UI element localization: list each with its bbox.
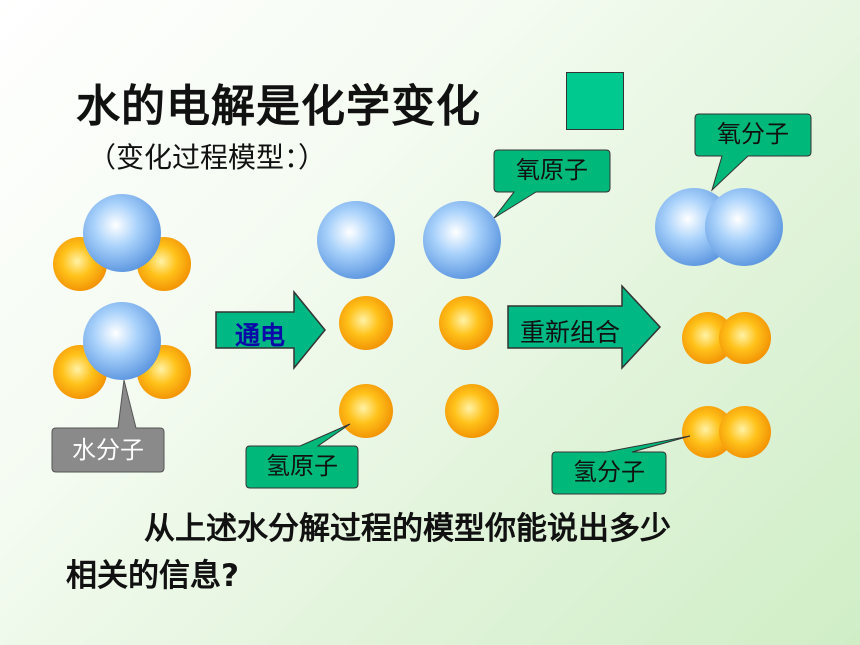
page-title: 水的电解是化学变化: [76, 81, 481, 132]
oxygen-atom-callout: [493, 149, 611, 219]
recombine-arrow-label: 重新组合: [519, 318, 620, 347]
hydrogen-atom-label: 氢原子: [266, 452, 338, 480]
oxygen-molecule-label: 氧分子: [717, 120, 789, 148]
hydrogen-molecule-callout: [551, 435, 691, 495]
oxygen-molecule-callout: [694, 113, 812, 192]
hydrogen-atom: [682, 312, 734, 364]
oxygen-atom-label: 氧原子: [516, 156, 588, 184]
question-line-1: 从上述水分解过程的模型你能说出多少: [144, 511, 671, 547]
hydrogen-molecule-label: 氢分子: [573, 458, 645, 486]
water-molecule-label: 水分子: [72, 436, 144, 464]
water-molecule-callout: [51, 379, 165, 473]
oxygen-molecule: [655, 188, 783, 266]
hydrogen-atom: [339, 296, 393, 350]
hydrogen-atom: [682, 406, 734, 458]
oxygen-atom: [423, 201, 501, 279]
question-line-2: 相关的信息?: [66, 558, 239, 594]
hydrogen-atom: [719, 406, 771, 458]
hydrogen-atom: [339, 384, 393, 438]
subtitle: （变化过程模型：）: [88, 141, 327, 174]
hydrogen-atom: [445, 384, 499, 438]
electrolysis-arrow-label: 通电: [234, 321, 285, 350]
recombine-arrow: [507, 284, 662, 370]
oxygen-atom: [705, 188, 783, 266]
water-molecule-1: [53, 194, 191, 291]
title-answer-box: [566, 72, 624, 130]
hydrogen-atom: [719, 312, 771, 364]
oxygen-atom: [83, 194, 161, 272]
hydrogen-molecule-2: [682, 406, 771, 458]
oxygen-atom: [317, 201, 395, 279]
electrolysis-arrow: [215, 289, 326, 371]
water-molecule-2: [53, 302, 191, 399]
hydrogen-atom: [439, 296, 493, 350]
question-text: 从上述水分解过程的模型你能说出多少 相关的信息?: [66, 506, 826, 600]
hydrogen-molecule-1: [682, 312, 771, 364]
hydrogen-atom-callout: [245, 423, 359, 489]
oxygen-atom: [83, 302, 161, 380]
